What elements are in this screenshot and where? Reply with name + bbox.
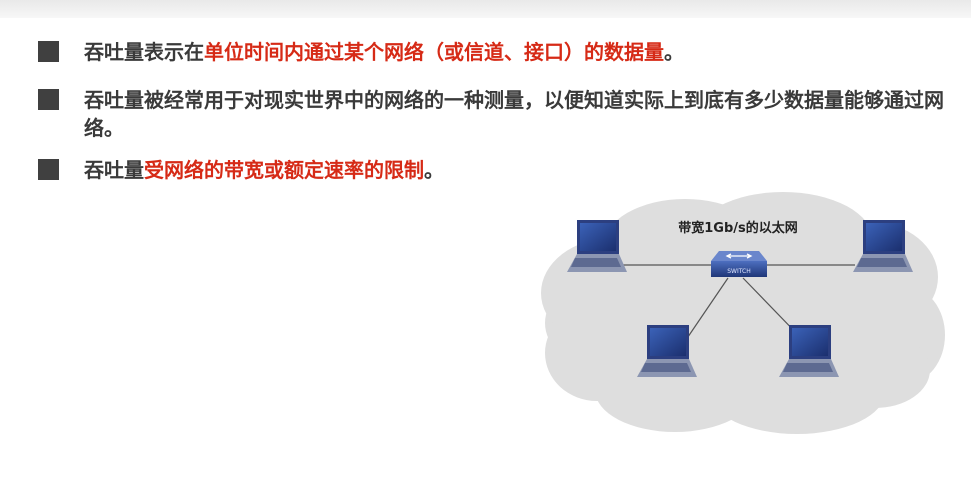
bullet-text: 吞吐量被经常用于对现实世界中的网络的一种测量，以便知道实际上到底有多少数据量能够…	[84, 88, 944, 140]
diagram-graphic: SWITCH	[541, 192, 945, 434]
bullet-square-icon	[38, 159, 59, 180]
bullet-item-throughput-limit: 吞吐量受网络的带宽或额定速率的限制。	[38, 156, 963, 184]
bullet-square-icon	[38, 89, 59, 110]
ethernet-diagram: SWITCH 带宽1Gb/s的以太网	[525, 185, 945, 440]
top-strip	[0, 0, 971, 18]
highlight-text: 单位时间内通过某个网络（或信道、接口）的数据量	[204, 40, 664, 64]
laptop-icon	[637, 325, 697, 377]
laptop-icon	[779, 325, 839, 377]
laptop-icon	[853, 220, 913, 272]
switch-label: SWITCH	[727, 268, 751, 275]
bullet-square-icon	[38, 41, 59, 62]
bullet-list: 吞吐量表示在单位时间内通过某个网络（或信道、接口）的数据量。 吞吐量被经常用于对…	[38, 38, 963, 204]
bullet-item-throughput-usage: 吞吐量被经常用于对现实世界中的网络的一种测量，以便知道实际上到底有多少数据量能够…	[38, 86, 963, 142]
laptop-icon	[567, 220, 627, 272]
bullet-item-throughput-definition: 吞吐量表示在单位时间内通过某个网络（或信道、接口）的数据量。	[38, 38, 963, 66]
highlight-text: 受网络的带宽或额定速率的限制	[144, 158, 424, 182]
bullet-text: 吞吐量受网络的带宽或额定速率的限制。	[84, 158, 444, 182]
cloud-shape	[541, 192, 945, 434]
network-label: 带宽1Gb/s的以太网	[678, 221, 798, 236]
switch-icon: SWITCH	[711, 251, 767, 277]
bullet-text: 吞吐量表示在单位时间内通过某个网络（或信道、接口）的数据量。	[84, 40, 684, 64]
